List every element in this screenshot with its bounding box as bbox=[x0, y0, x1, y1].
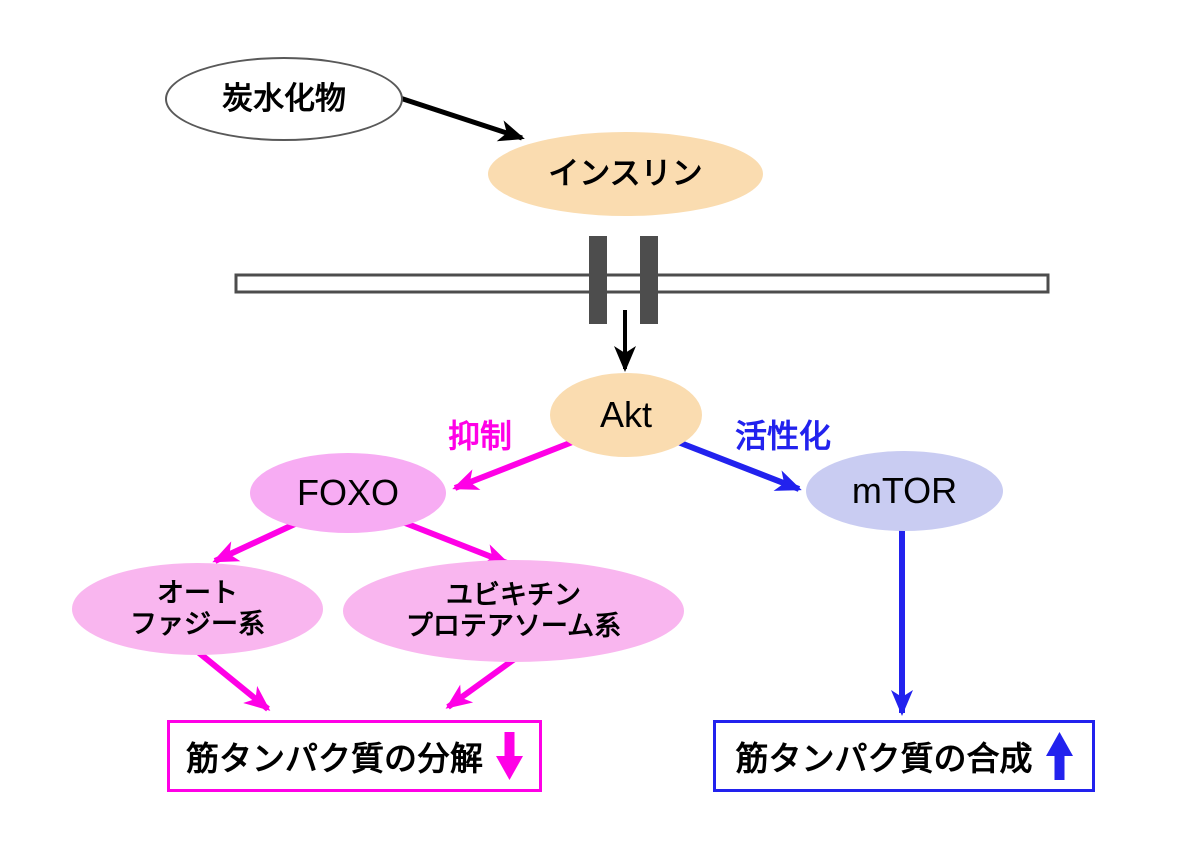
ubiquitin-proteasome-node: ユビキチン プロテアソーム系 bbox=[343, 560, 684, 662]
arrow-ubiquitin-to-degradation bbox=[445, 652, 522, 710]
autophagy-node: オート ファジー系 bbox=[72, 563, 323, 655]
akt-label: Akt bbox=[599, 394, 652, 436]
down-arrow-icon bbox=[496, 732, 523, 780]
foxo-node: FOXO bbox=[250, 453, 446, 533]
mtor-label: mTOR bbox=[851, 470, 958, 512]
receptor-bar-left bbox=[589, 236, 607, 324]
activation-label: 活性化 bbox=[734, 418, 832, 454]
carbohydrate-node: 炭水化物 bbox=[165, 57, 403, 141]
ubiquitin-label-line2: プロテアソーム系 bbox=[405, 611, 622, 641]
insulin-node: インスリン bbox=[488, 132, 763, 216]
autophagy-label-line2: ファジー系 bbox=[130, 609, 265, 639]
arrow-akt-to-mtor bbox=[676, 439, 802, 492]
arrow-akt-to-foxo bbox=[452, 438, 577, 491]
protein-degradation-label: 筋タンパク質の分解 bbox=[186, 740, 483, 777]
ubiquitin-label-line1: ユビキチン bbox=[446, 579, 581, 610]
arrow-foxo-to-ubiquitin bbox=[398, 518, 510, 566]
inhibition-label: 抑制 bbox=[447, 418, 513, 454]
mtor-node: mTOR bbox=[806, 451, 1003, 531]
arrow-autophagy-to-degradation bbox=[196, 649, 271, 712]
foxo-label: FOXO bbox=[296, 472, 399, 514]
protein-synthesis-box: 筋タンパク質の合成 bbox=[713, 720, 1095, 792]
autophagy-label-line1: オート bbox=[157, 577, 238, 608]
up-arrow-icon bbox=[1045, 732, 1073, 780]
protein-synthesis-label: 筋タンパク質の合成 bbox=[735, 740, 1033, 777]
protein-degradation-box: 筋タンパク質の分解 bbox=[167, 720, 542, 792]
arrow-foxo-to-autophagy bbox=[212, 520, 299, 564]
insulin-label: インスリン bbox=[548, 156, 703, 192]
arrow-carbohydrate-to-insulin bbox=[399, 95, 525, 142]
carbohydrate-label: 炭水化物 bbox=[222, 81, 346, 117]
akt-node: Akt bbox=[550, 373, 702, 457]
receptor-bar-right bbox=[640, 236, 658, 324]
